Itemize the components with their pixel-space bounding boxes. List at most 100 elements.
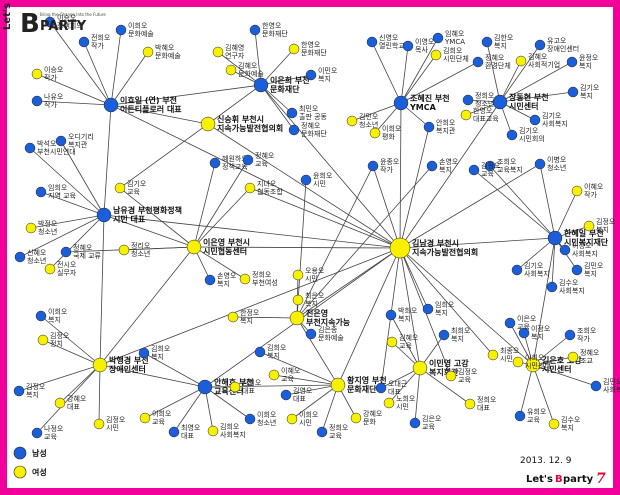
female-node-dot — [268, 369, 280, 381]
female-node-dot — [44, 263, 56, 275]
node-label: 박행경 부천 — [109, 355, 149, 365]
edge — [532, 364, 597, 387]
node-label: 정책교육 — [222, 162, 248, 171]
node-label: 이은오 — [517, 314, 537, 323]
node-label: 정혜오 — [485, 53, 505, 62]
male-node-dot — [31, 95, 43, 107]
node-label: 복지 — [240, 316, 253, 325]
edge — [388, 367, 421, 404]
node-label: 문화재단 — [301, 129, 327, 138]
female-node-dot — [571, 185, 583, 197]
node-label: 이희오 — [257, 410, 277, 419]
edge — [532, 237, 556, 366]
node-label: 조교 — [580, 357, 593, 365]
node-label: 이병오 — [547, 155, 567, 164]
node-label: 청소년 — [38, 227, 57, 236]
node-label: 신혜오 — [27, 248, 47, 257]
node-label: 김민오 — [603, 377, 620, 386]
edge — [193, 246, 401, 249]
node-label: 나유오 — [44, 92, 64, 101]
node-label: 김수오 — [559, 279, 579, 287]
edge — [110, 29, 122, 106]
male-node-dot — [506, 129, 518, 141]
male-node-dot — [484, 160, 496, 172]
female-node-dot — [487, 349, 499, 361]
edge — [173, 386, 206, 433]
node-label: 작가 — [584, 190, 597, 199]
female-node-dot — [25, 222, 37, 234]
edge — [399, 163, 541, 249]
female-node-dot — [114, 182, 126, 194]
node-label: 교육 — [481, 170, 494, 178]
node-label: 안희오 — [436, 118, 456, 127]
node-label: 평화 — [382, 132, 395, 141]
male-node-dot — [366, 36, 378, 48]
edge — [83, 41, 112, 106]
node-label: 혜원하오 — [222, 154, 248, 163]
male-node-dot — [393, 95, 409, 111]
node-label: 문화예술 — [128, 29, 154, 38]
node-label: 작가 — [44, 100, 57, 109]
edge — [414, 367, 421, 424]
edge — [204, 384, 339, 388]
node-label: 오대근 — [388, 380, 408, 388]
node-label: 노희오 — [396, 394, 416, 403]
node-label: 열린학교 — [379, 41, 405, 50]
female-node-dot — [512, 356, 524, 368]
logo-lets: Let's — [2, 3, 13, 30]
female-node-dot — [386, 336, 398, 348]
node-label: 유고오 — [547, 37, 567, 45]
node-label: 시민단체 — [443, 54, 469, 63]
node-label: 문화예술 — [155, 51, 181, 60]
edge — [193, 159, 249, 248]
female-node-dot — [54, 397, 66, 409]
node-label: 대표 — [181, 432, 194, 440]
node-label: 문화 — [363, 418, 376, 426]
male-node-dot — [244, 413, 256, 425]
node-label: 교육복지 — [497, 165, 523, 174]
edge — [351, 102, 402, 122]
male-node-dot — [534, 39, 546, 51]
node-label: 시민 — [396, 402, 409, 411]
edge — [296, 247, 401, 319]
edge — [291, 384, 339, 420]
node-label: 문화예술 — [318, 333, 344, 342]
node-label: 이희오 — [382, 124, 402, 133]
edge — [509, 322, 534, 366]
edge — [399, 247, 494, 356]
node-label: 이혜오 — [584, 182, 604, 191]
node-label: 사회복지 — [603, 385, 620, 394]
edge — [260, 84, 295, 131]
node-label: 복지 — [494, 41, 507, 50]
node-label: 장애인센터 — [109, 364, 146, 374]
node-label: 오용오 — [305, 267, 325, 275]
node-label: 복지 — [596, 225, 609, 234]
male-node-dot — [529, 114, 541, 126]
node-label: 지속가능발전협의회 — [217, 123, 283, 133]
node-label: 복지 — [267, 351, 280, 360]
node-label: 복지 — [580, 91, 593, 100]
footer-brand: Let's B party 7 — [526, 471, 606, 487]
edge — [110, 104, 209, 125]
node-label: 이승오 — [57, 13, 77, 22]
node-label: 김혜오 — [238, 61, 258, 70]
female-node-dot — [31, 68, 43, 80]
node-label: 윤정오 — [579, 53, 599, 62]
node-label: 김기오 — [524, 261, 544, 270]
